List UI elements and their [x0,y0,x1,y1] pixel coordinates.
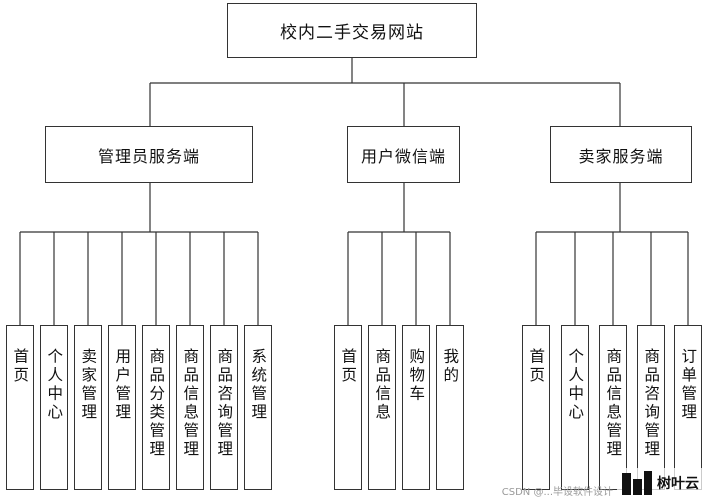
group-label-admin: 管理员服务端 [97,146,200,166]
leaf-label: 商品咨询管理 [215,348,234,459]
group-node-wechat: 用户微信端 [347,126,460,183]
leaf-admin-category-mgmt: 商品分类管理 [142,325,170,490]
leaf-seller-consult-mgmt: 商品咨询管理 [637,325,665,490]
leaf-label: 商品信息管理 [181,348,200,459]
leaf-admin-consult-mgmt: 商品咨询管理 [210,325,238,490]
leaf-label: 商品咨询管理 [642,348,661,459]
leaf-admin-system-mgmt: 系统管理 [244,325,272,490]
leaf-label: 商品信息管理 [604,348,623,459]
root-label: 校内二手交易网站 [280,23,424,43]
leaf-wechat-products: 商品信息 [368,325,396,490]
leaf-label: 购物车 [407,348,426,404]
leaf-admin-product-mgmt: 商品信息管理 [176,325,204,490]
leaf-admin-seller-mgmt: 卖家管理 [74,325,102,490]
leaf-label: 首页 [527,348,546,385]
leaf-admin-profile: 个人中心 [40,325,68,490]
leaf-wechat-cart: 购物车 [402,325,430,490]
watermark: CSDN @...毕设软件设计 树叶云 [502,468,702,498]
group-label-seller: 卖家服务端 [578,146,664,166]
leaf-wechat-home: 首页 [334,325,362,490]
leaf-label: 个人中心 [566,348,585,422]
leaf-label: 系统管理 [249,348,268,422]
leaf-label: 首页 [11,348,30,385]
leaf-admin-home: 首页 [6,325,34,490]
leaf-seller-order-mgmt: 订单管理 [674,325,702,490]
leaf-label: 商品分类管理 [147,348,166,459]
group-node-admin: 管理员服务端 [45,126,253,183]
leaf-wechat-mine: 我的 [436,325,464,490]
watermark-brand: 树叶云 [657,476,699,492]
leaf-label: 个人中心 [45,348,64,422]
leaf-admin-user-mgmt: 用户管理 [108,325,136,490]
leaf-seller-home: 首页 [522,325,550,490]
root-node: 校内二手交易网站 [227,3,477,58]
leaf-label: 用户管理 [113,348,132,422]
watermark-logo: 树叶云 [617,468,702,498]
tree-logo-icon [620,469,654,497]
group-label-wechat: 用户微信端 [360,146,446,166]
leaf-label: 我的 [441,348,460,385]
leaf-label: 卖家管理 [79,348,98,422]
leaf-label: 首页 [339,348,358,385]
leaf-label: 商品信息 [373,348,392,422]
group-node-seller: 卖家服务端 [550,126,692,183]
watermark-source: CSDN @...毕设软件设计 [501,487,613,498]
leaf-seller-profile: 个人中心 [561,325,589,490]
leaf-label: 订单管理 [679,348,698,422]
leaf-seller-product-mgmt: 商品信息管理 [599,325,627,490]
